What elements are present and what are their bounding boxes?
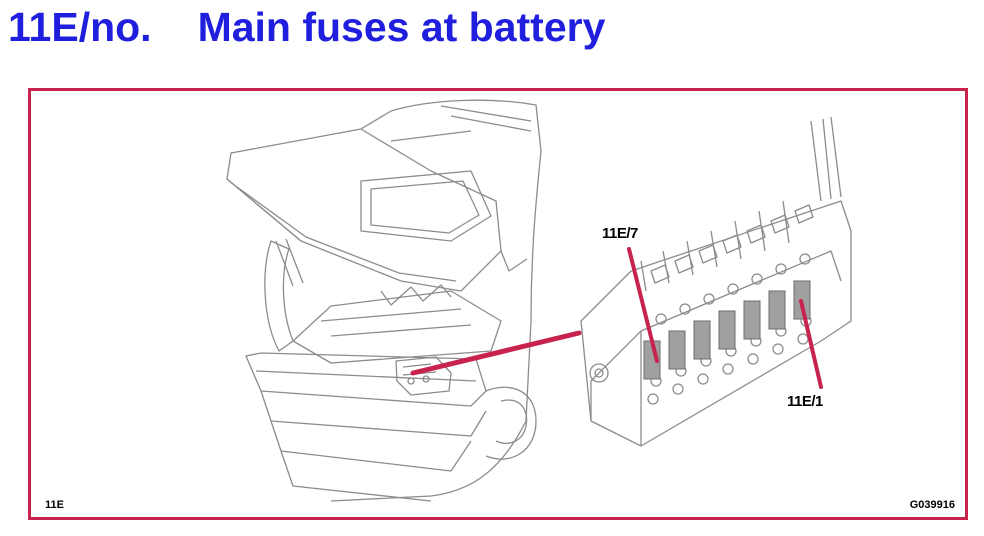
callout-11e-7-leader — [627, 247, 659, 363]
figure-code: 11E — [45, 499, 64, 511]
fuse-row — [643, 280, 811, 380]
figure-illustration — [226, 99, 852, 502]
car-rear-illustration — [226, 99, 542, 502]
figure-frame: 11E/7 11E/1 11E G039916 — [28, 88, 968, 520]
page-title: 11E/no. Main fuses at battery — [8, 2, 605, 52]
detail-leader-line — [410, 330, 582, 376]
page-code: 11E/no. — [8, 4, 152, 50]
page-heading: Main fuses at battery — [197, 4, 606, 50]
figure-id: G039916 — [909, 499, 955, 511]
callout-11e-1: 11E/1 — [787, 393, 823, 410]
callout-11e-1-leader — [799, 299, 823, 389]
fuse-box-illustration — [580, 116, 852, 447]
callout-11e-7: 11E/7 — [602, 225, 638, 242]
